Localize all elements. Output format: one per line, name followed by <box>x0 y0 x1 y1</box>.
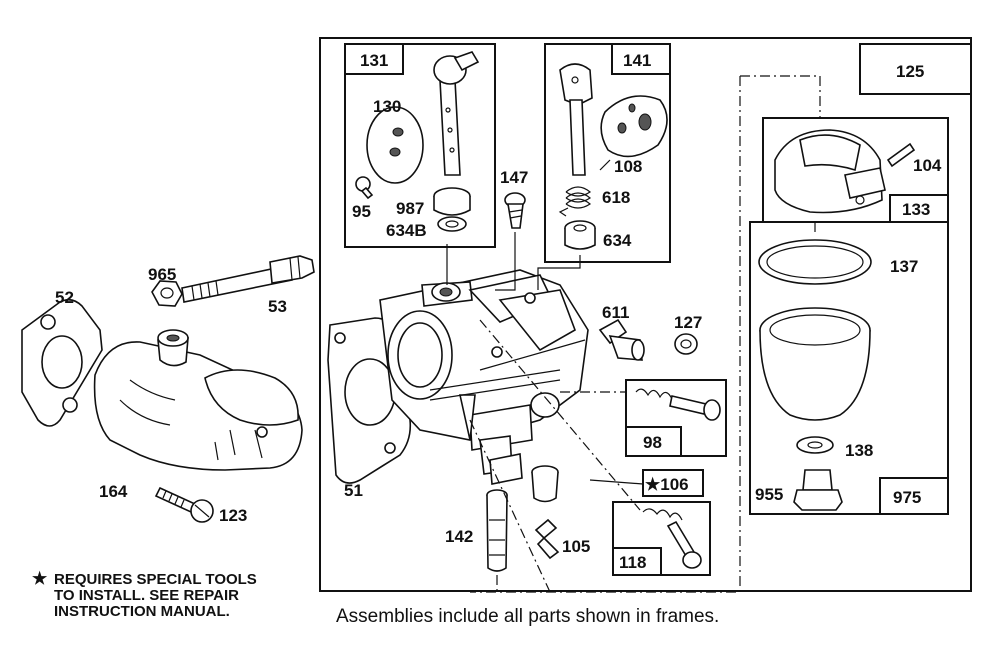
throttle-plate-108 <box>600 95 668 158</box>
frame-125-tab <box>859 43 972 95</box>
leader-lines <box>446 75 821 593</box>
screw-123 <box>154 486 214 523</box>
carburetor-body <box>379 269 589 485</box>
nut-965 <box>151 280 183 307</box>
choke-shaft <box>433 51 480 176</box>
gasket-137 <box>758 239 872 285</box>
frame-label-131: 131 <box>360 51 388 70</box>
needle-105 <box>534 518 560 560</box>
float-bowl <box>759 307 871 421</box>
label-611: 611 <box>602 303 629 322</box>
label-137: 137 <box>890 257 918 276</box>
label-53: 53 <box>268 297 287 316</box>
main-assembly-frame <box>319 37 972 592</box>
screw-147 <box>504 192 526 229</box>
frame-975-tab <box>879 477 949 515</box>
frame-131 <box>344 43 496 248</box>
idle-screw-98 <box>635 388 721 421</box>
throttle-shaft <box>559 63 593 176</box>
frame-labels: 131 141 125 133 98 ★106 118 975 <box>360 51 930 572</box>
note-line-3: INSTRUCTION MANUAL. <box>54 603 230 620</box>
assemblies-caption: Assemblies include all parts shown in fr… <box>336 606 720 627</box>
screw-95 <box>355 176 374 200</box>
label-147: 147 <box>500 168 528 187</box>
label-955: 955 <box>755 485 783 504</box>
frame-141-tab <box>611 43 671 75</box>
star-icon: ★ <box>32 569 48 588</box>
frame-label-141: 141 <box>623 51 651 70</box>
frame-label-975: 975 <box>893 488 921 507</box>
label-108: 108 <box>614 157 642 176</box>
label-634b: 634B <box>386 221 427 240</box>
frame-975 <box>749 221 949 515</box>
note-line-1: REQUIRES SPECIAL TOOLS <box>54 571 257 588</box>
label-130: 130 <box>373 97 401 116</box>
part-labels: 52 965 53 164 123 51 142 105 130 95 987 … <box>55 97 942 556</box>
frame-label-125: 125 <box>896 62 924 81</box>
emulsion-tube-142 <box>486 489 508 572</box>
label-164: 164 <box>99 482 128 501</box>
frame-label-98: 98 <box>643 433 662 452</box>
frame-98-tab <box>625 426 682 457</box>
choke-plate-130 <box>366 106 424 184</box>
label-104: 104 <box>913 156 942 175</box>
frame-141 <box>544 43 671 263</box>
frame-106 <box>642 469 704 497</box>
cap-127 <box>674 333 698 355</box>
washer-138 <box>796 436 834 454</box>
special-tools-note: ★ REQUIRES SPECIAL TOOLS TO INSTALL. SEE… <box>32 570 316 620</box>
float-133 <box>774 129 886 214</box>
frame-118-tab <box>612 547 662 576</box>
label-618: 618 <box>602 188 630 207</box>
stud-53 <box>181 255 315 303</box>
label-51: 51 <box>344 481 363 500</box>
seal-987 <box>433 187 471 216</box>
note-line-2: TO INSTALL. SEE REPAIR <box>54 587 240 604</box>
label-138: 138 <box>845 441 873 460</box>
seal-634 <box>564 220 596 250</box>
frame-label-106: ★106 <box>645 475 689 494</box>
frame-label-133: 133 <box>902 200 930 219</box>
intake-elbow-164 <box>93 329 303 471</box>
frame-131-tab <box>344 43 404 75</box>
frame-label-118: 118 <box>619 553 646 572</box>
label-142: 142 <box>445 527 473 546</box>
screw-118 <box>642 508 702 569</box>
washer-634b <box>437 216 467 232</box>
label-123: 123 <box>219 506 247 525</box>
label-634: 634 <box>603 231 632 250</box>
label-95: 95 <box>352 202 371 221</box>
label-127: 127 <box>674 313 702 332</box>
label-105: 105 <box>562 537 590 556</box>
spring-618 <box>558 186 592 217</box>
label-965: 965 <box>148 265 176 284</box>
label-52: 52 <box>55 288 74 307</box>
jet-106 <box>531 465 559 503</box>
gasket-52 <box>21 298 103 427</box>
pin-104 <box>886 142 916 168</box>
bowl-nut-955 <box>793 469 843 511</box>
fitting-611 <box>598 318 645 361</box>
label-987: 987 <box>396 199 424 218</box>
